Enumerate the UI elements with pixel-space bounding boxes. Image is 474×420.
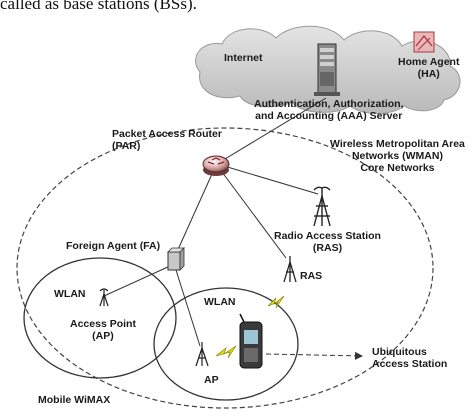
internet-label: Internet bbox=[224, 52, 263, 64]
wman-label: Wireless Metropolitan Area Networks (WMA… bbox=[330, 138, 465, 175]
wlan-right-label: WLAN bbox=[204, 296, 236, 308]
access-point-label: Access Point (AP) bbox=[70, 318, 136, 343]
wlan-left-label: WLAN bbox=[54, 288, 86, 300]
packet-access-router-icon bbox=[202, 155, 230, 176]
aaa-server-icon bbox=[314, 43, 340, 96]
ras-small-icon bbox=[283, 256, 297, 283]
foreign-agent-label: Foreign Agent (FA) bbox=[66, 240, 161, 252]
home-agent-label: Home Agent (HA) bbox=[398, 56, 460, 81]
access-point-left-icon bbox=[99, 288, 109, 307]
links bbox=[103, 97, 327, 347]
mobile-station-icon bbox=[239, 313, 263, 369]
wlan-left-area bbox=[23, 257, 177, 379]
ap-label: AP bbox=[204, 374, 219, 386]
mobile-wimax-label: Mobile WiMAX bbox=[38, 394, 111, 406]
aaa-server-label: Authentication, Authorization, and Accou… bbox=[254, 98, 404, 123]
wlan-right-area bbox=[153, 287, 299, 401]
wireless-link-icon bbox=[215, 295, 285, 359]
caption-fragment: called as base stations (BSs). bbox=[0, 0, 197, 13]
home-agent-icon bbox=[413, 31, 435, 53]
ubiquitous-label: Ubiquitous Access Station bbox=[372, 346, 448, 371]
ras-label: Radio Access Station (RAS) bbox=[274, 230, 381, 255]
foreign-agent-icon bbox=[167, 247, 185, 271]
ras-small-label: RAS bbox=[300, 270, 323, 282]
radio-access-station-icon bbox=[313, 186, 331, 227]
ubiquitous-arrow bbox=[265, 351, 363, 360]
mobile-wimax-area bbox=[16, 127, 434, 409]
par-label: Packet Access Router (PAR) bbox=[112, 128, 222, 153]
access-point-right-icon bbox=[195, 342, 209, 367]
